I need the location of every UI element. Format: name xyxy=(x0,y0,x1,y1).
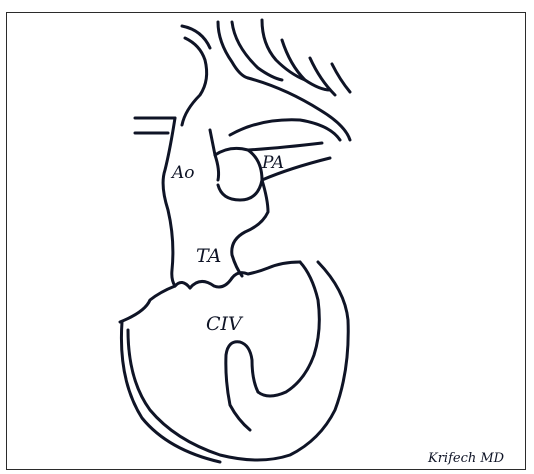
truncus-right-wall xyxy=(232,180,268,276)
truncus-valve-mid xyxy=(190,278,232,288)
aortic-branch-7 xyxy=(332,64,350,92)
aortic-arch-outer xyxy=(248,78,350,140)
pulmonary-artery-loop xyxy=(215,148,262,200)
label-pulmonary-artery: PA xyxy=(261,153,284,173)
ascending-aorta-left-wall xyxy=(163,118,175,286)
label-aorta: Ao xyxy=(170,163,195,183)
pulmonary-artery-upper-branch xyxy=(248,143,322,150)
truncus-valve-left xyxy=(175,282,190,288)
ventricle-outer-left xyxy=(120,286,175,322)
aortic-branch-left-wall xyxy=(182,38,207,125)
author-signature: Krifech MD xyxy=(427,451,505,466)
label-septal-defect: CIV xyxy=(206,313,244,335)
label-truncus-arteriosus: TA xyxy=(196,245,221,267)
septum-right-wall xyxy=(258,262,319,396)
aortic-arch-inner xyxy=(230,120,340,140)
ventricle-inner-contour xyxy=(121,322,220,462)
septum-loop xyxy=(226,342,258,430)
